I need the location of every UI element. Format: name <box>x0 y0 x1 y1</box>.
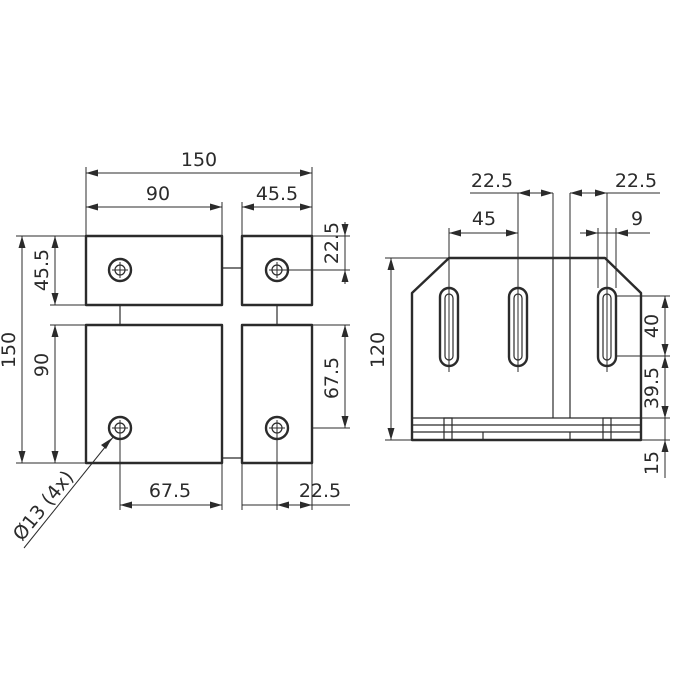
dim-label: 45.5 <box>256 183 298 205</box>
dim-label: 45 <box>472 208 496 230</box>
dim-slot-pitch: 45 <box>448 208 518 282</box>
mounting-slot <box>438 282 460 372</box>
hole-callout-label: Ø13 (4x) <box>9 467 79 546</box>
dim-height: 120 <box>367 257 449 441</box>
dim-label: 15 <box>641 451 663 475</box>
dim-top-right-width: 22.5 <box>569 170 660 258</box>
dim-top-right-width: 45.5 <box>241 183 312 236</box>
mounting-hole <box>107 257 133 283</box>
dim-base-height: 15 <box>641 400 670 478</box>
dim-slot-length: 40 <box>616 295 670 357</box>
dim-label: 9 <box>631 208 643 230</box>
dim-label: 120 <box>367 332 389 368</box>
dim-label: 22.5 <box>471 170 513 192</box>
mounting-slot <box>596 225 618 372</box>
dim-right-top-offset: 22.5 <box>285 222 350 284</box>
right-view: 22.5 22.5 45 9 <box>367 170 670 478</box>
dim-label: 22.5 <box>299 480 341 502</box>
dim-label: 22.5 <box>615 170 657 192</box>
dim-top-left-width: 90 <box>86 183 223 236</box>
dim-label: 150 <box>181 149 217 171</box>
dim-label: 45.5 <box>31 249 53 291</box>
dim-right-hole-pitch: 67.5 <box>312 324 350 429</box>
dim-label: 67.5 <box>149 480 191 502</box>
plate-connectors <box>119 267 278 459</box>
mounting-slot <box>507 225 529 372</box>
dim-slot-width: 9 <box>580 208 650 288</box>
dim-bottom-right-offset: 22.5 <box>241 428 350 510</box>
dim-label: 22.5 <box>321 222 343 264</box>
dim-label: 90 <box>146 183 170 205</box>
plate-bottom-left <box>84 323 224 465</box>
dim-label: 40 <box>641 314 663 338</box>
dim-label: 90 <box>31 353 53 377</box>
dim-label: 39.5 <box>641 367 663 409</box>
dim-left-top-height: 45.5 <box>31 236 86 306</box>
left-view: 150 90 45.5 22.5 <box>0 149 350 549</box>
dim-top-left-width: 22.5 <box>470 170 554 258</box>
plate-top-left <box>84 234 224 307</box>
dim-overall-height: 150 <box>0 235 86 464</box>
dim-label: 150 <box>0 332 20 368</box>
dim-left-bottom-height: 90 <box>31 324 86 463</box>
dim-label: 67.5 <box>321 357 343 399</box>
mounting-hole <box>264 257 290 283</box>
body-split-lines <box>552 258 571 418</box>
dim-overall-width: 150 <box>85 149 313 236</box>
base-rails <box>412 417 641 441</box>
dim-bottom-hole-pitch: 67.5 <box>119 428 223 510</box>
